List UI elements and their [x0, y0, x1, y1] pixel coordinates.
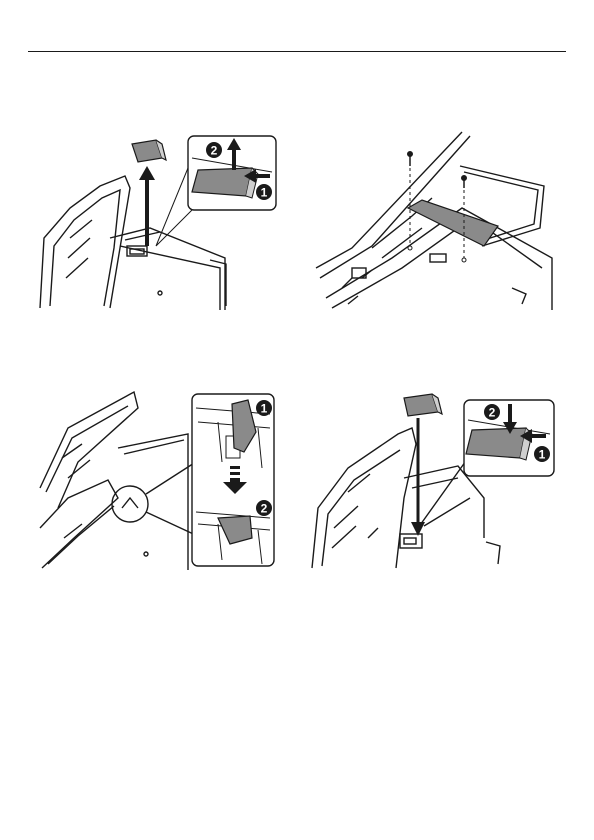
bracket-plate — [408, 200, 498, 246]
detail-panel: 2 1 — [464, 400, 554, 476]
figure-attach-cover: 2 1 — [308, 388, 558, 570]
battery-cover-icon — [132, 140, 166, 162]
step-number-1: 1 — [539, 448, 546, 462]
figure-insert-tab: 1 2 — [38, 388, 278, 570]
insert-arrow-icon — [411, 418, 425, 536]
detail-panel: 2 1 — [188, 136, 276, 210]
step-number-2: 2 — [489, 406, 496, 420]
step-number-2: 2 — [261, 502, 268, 516]
figure-remove-screws — [312, 128, 562, 310]
screw-icon — [408, 152, 467, 189]
header-rule — [28, 51, 566, 52]
step-number-1: 1 — [261, 186, 268, 200]
step-number-1: 1 — [261, 402, 268, 416]
figure-remove-cover: 2 1 — [30, 128, 280, 310]
detail-panel: 1 2 — [192, 394, 274, 566]
step-number-2: 2 — [211, 144, 218, 158]
battery-cover-icon — [404, 394, 442, 416]
